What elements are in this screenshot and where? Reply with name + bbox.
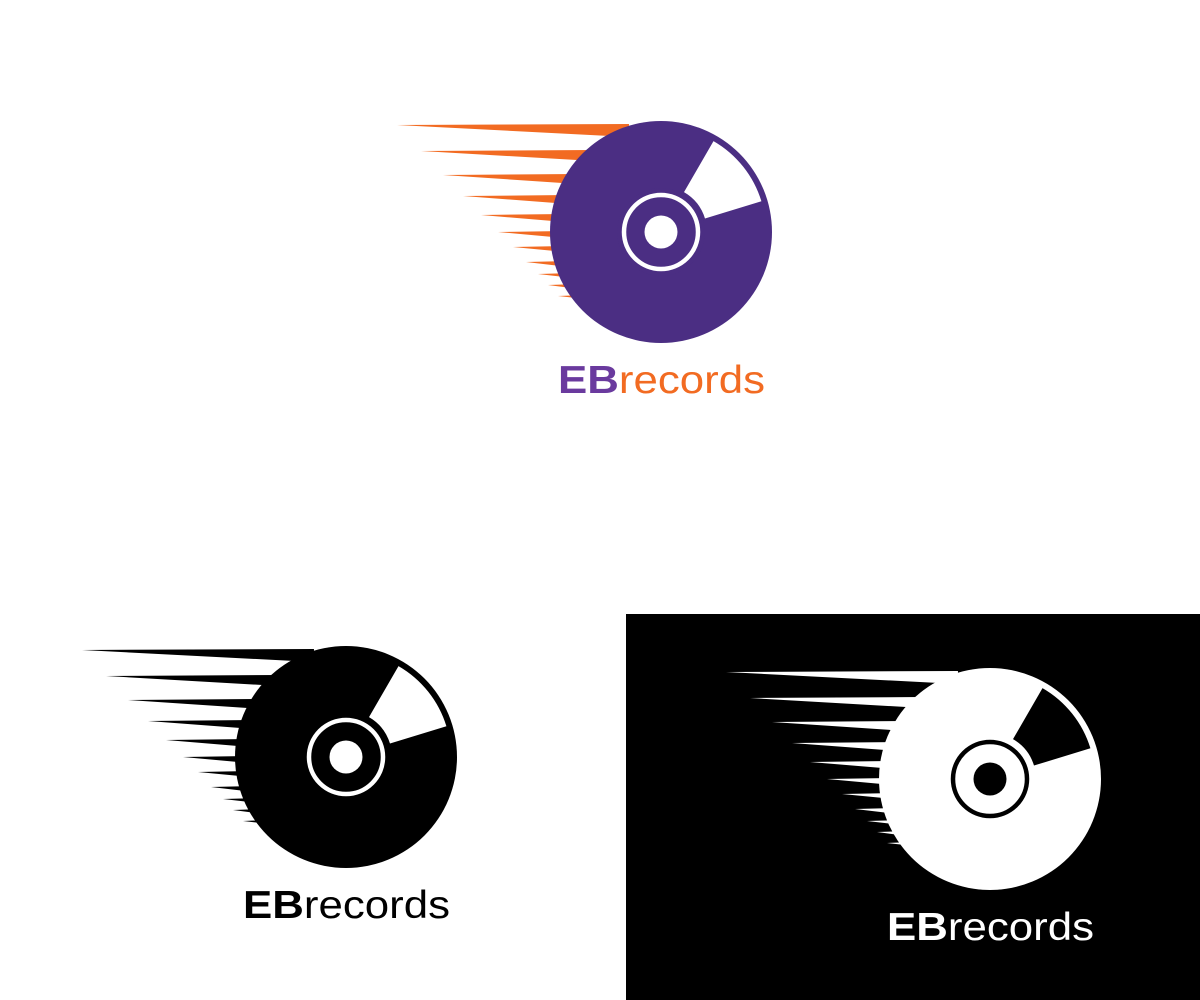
disc-reflection-icon xyxy=(369,666,447,744)
disc-reflection-icon xyxy=(1013,688,1091,766)
speed-streaks-icon xyxy=(726,671,958,846)
hub-ring-icon xyxy=(621,192,701,272)
hub-ring-icon xyxy=(950,739,1030,819)
center-hole-icon xyxy=(644,215,678,249)
center-hole-icon xyxy=(329,740,363,774)
center-hole-icon xyxy=(973,762,1007,796)
disc-reflection-icon xyxy=(684,141,762,219)
hub-ring-icon xyxy=(306,717,386,797)
